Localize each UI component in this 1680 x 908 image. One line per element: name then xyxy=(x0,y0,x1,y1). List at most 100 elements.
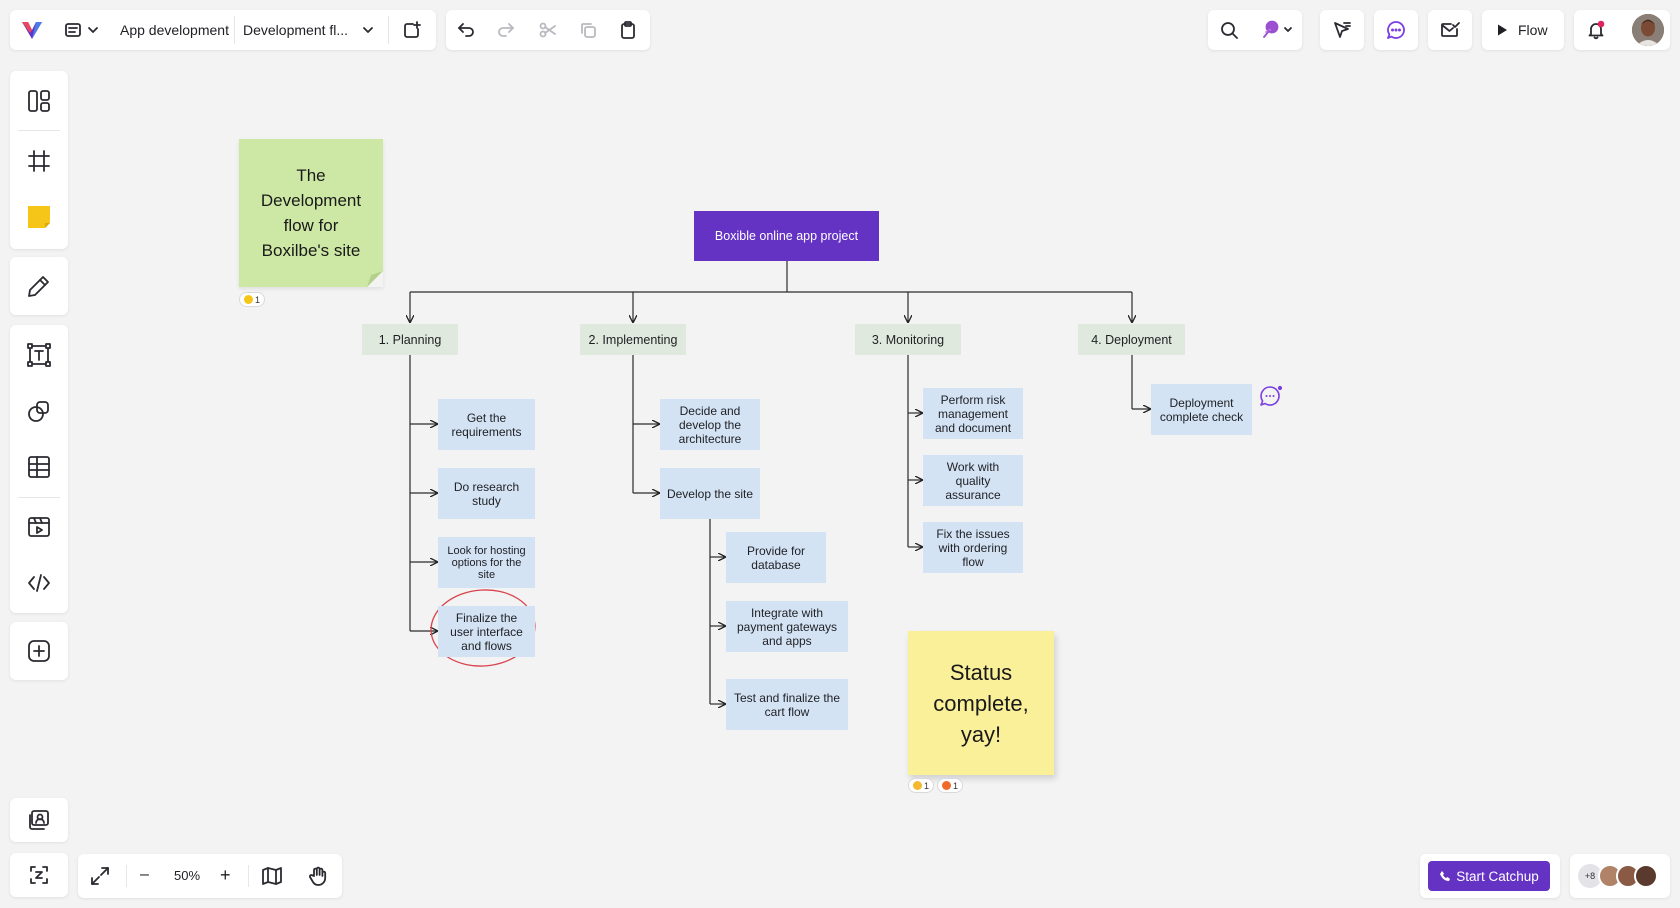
phase-node-planning[interactable]: 1. Planning xyxy=(362,324,458,355)
flow-card: Flow xyxy=(1482,10,1564,50)
search-icon[interactable] xyxy=(1216,18,1242,42)
focus-icon[interactable] xyxy=(10,855,68,895)
frame-icon[interactable] xyxy=(10,141,68,181)
subtask-node[interactable]: Provide for database xyxy=(726,532,826,583)
fire-emoji-icon xyxy=(942,781,952,790)
reaction-count: 1 xyxy=(953,780,959,791)
start-catchup-button[interactable]: Start Catchup xyxy=(1428,861,1550,891)
comments-icon[interactable] xyxy=(1382,18,1410,42)
sidebar-tools-group xyxy=(10,325,68,613)
zoom-level[interactable]: 50% xyxy=(174,868,201,883)
reaction-count: 1 xyxy=(255,294,261,305)
bell-icon[interactable] xyxy=(1582,18,1610,42)
sticky-note-status[interactable]: Status complete, yay! xyxy=(908,631,1054,775)
phase-node-implementing[interactable]: 2. Implementing xyxy=(580,324,686,355)
toolbar-divider xyxy=(388,16,389,44)
sticky-intro-reactions: 1 xyxy=(239,292,266,307)
zoom-divider xyxy=(248,865,249,887)
undo-icon[interactable] xyxy=(452,18,480,42)
sticky-note-intro[interactable]: The Development flow for Boxilbe's site xyxy=(239,139,383,287)
zoom-bar: – 50% + xyxy=(78,854,342,898)
cut-icon[interactable] xyxy=(534,18,562,42)
media-icon[interactable] xyxy=(10,507,68,547)
phase-node-monitoring[interactable]: 3. Monitoring xyxy=(855,324,961,355)
task-node[interactable]: Work with quality assurance xyxy=(923,455,1023,506)
table-icon[interactable] xyxy=(10,447,68,487)
pin-icon[interactable] xyxy=(1254,18,1298,42)
zoom-in-button[interactable]: + xyxy=(220,865,231,885)
account-card xyxy=(1574,10,1670,50)
sticky-status-reactions: 1 1 xyxy=(908,778,964,793)
avatar[interactable] xyxy=(1634,864,1658,888)
flow-button-label[interactable]: Flow xyxy=(1518,22,1548,38)
subtask-node[interactable]: Integrate with payment gateways and apps xyxy=(726,601,848,652)
zoom-out-button[interactable]: – xyxy=(140,866,149,883)
present-card xyxy=(10,798,68,842)
present-icon[interactable] xyxy=(10,800,68,840)
sticky-note-icon[interactable] xyxy=(10,197,68,237)
avatar[interactable] xyxy=(1598,864,1622,888)
sticky-note-text: The Development flow for Boxilbe's site xyxy=(260,166,362,260)
phase-node-deployment[interactable]: 4. Deployment xyxy=(1078,324,1185,355)
board-menu-icon[interactable] xyxy=(60,18,102,42)
start-catchup-label: Start Catchup xyxy=(1456,868,1539,884)
redo-icon[interactable] xyxy=(492,18,520,42)
pen-icon[interactable] xyxy=(10,266,68,306)
templates-icon[interactable] xyxy=(10,81,68,121)
subtask-node[interactable]: Test and finalize the cart flow xyxy=(726,679,848,730)
search-card xyxy=(1208,10,1302,50)
task-node[interactable]: Finalize the user interface and flows xyxy=(438,606,535,657)
reaction-chip[interactable]: 1 xyxy=(908,778,935,793)
task-node[interactable]: Deployment complete check xyxy=(1151,384,1252,435)
task-node[interactable]: Look for hosting options for the site xyxy=(438,537,535,588)
paste-icon[interactable] xyxy=(614,18,642,42)
reaction-count: 1 xyxy=(924,780,930,791)
task-node[interactable]: Perform risk management and document xyxy=(923,388,1023,439)
mail-card xyxy=(1428,10,1472,50)
task-node[interactable]: Do research study xyxy=(438,468,535,519)
new-board-icon[interactable] xyxy=(398,18,426,42)
sidebar-divider xyxy=(18,497,60,498)
minimap-icon[interactable] xyxy=(258,864,286,888)
code-icon[interactable] xyxy=(10,563,68,603)
page-curl-icon xyxy=(367,271,383,287)
reaction-chip[interactable]: 1 xyxy=(239,292,266,307)
sidebar-top-group xyxy=(10,71,68,249)
edit-toolbar xyxy=(446,10,650,50)
heart-eyes-emoji-icon xyxy=(913,781,922,790)
root-node[interactable]: Boxible online app project xyxy=(694,211,879,261)
comments-card xyxy=(1374,10,1418,50)
chevron-down-icon[interactable] xyxy=(358,18,378,42)
play-icon[interactable] xyxy=(1492,20,1512,40)
add-icon[interactable] xyxy=(10,631,68,671)
project-name[interactable]: App development xyxy=(120,22,229,38)
toolbar-divider xyxy=(234,16,235,44)
reaction-chip[interactable]: 1 xyxy=(937,778,964,793)
task-node[interactable]: Get the requirements xyxy=(438,399,535,450)
collaborators-card: +8 xyxy=(1570,854,1670,898)
main-toolbar: App development Development fl... xyxy=(10,10,436,50)
hand-icon[interactable] xyxy=(304,864,332,888)
task-node[interactable]: Develop the site xyxy=(660,468,760,519)
comment-bubble-icon[interactable] xyxy=(1258,383,1284,409)
task-node[interactable]: Fix the issues with ordering flow xyxy=(923,522,1023,573)
task-node[interactable]: Decide and develop the architecture xyxy=(660,399,760,450)
copy-icon[interactable] xyxy=(574,18,602,42)
sidebar-pen-group xyxy=(10,257,68,315)
zoom-divider xyxy=(126,865,127,887)
mail-check-icon[interactable] xyxy=(1436,18,1464,42)
catchup-card: Start Catchup xyxy=(1420,854,1560,898)
brand-logo-icon[interactable] xyxy=(18,18,46,42)
board-name[interactable]: Development fl... xyxy=(243,22,349,38)
sidebar-divider xyxy=(18,130,60,131)
text-icon[interactable] xyxy=(10,335,68,375)
avatar[interactable] xyxy=(1632,14,1664,46)
fit-screen-icon[interactable] xyxy=(86,864,114,888)
cursor-card xyxy=(1320,10,1364,50)
cursor-flag-icon[interactable] xyxy=(1328,18,1356,42)
shapes-icon[interactable] xyxy=(10,391,68,431)
phone-icon xyxy=(1440,871,1451,881)
focus-card xyxy=(10,853,68,897)
sidebar-add-group xyxy=(10,622,68,680)
